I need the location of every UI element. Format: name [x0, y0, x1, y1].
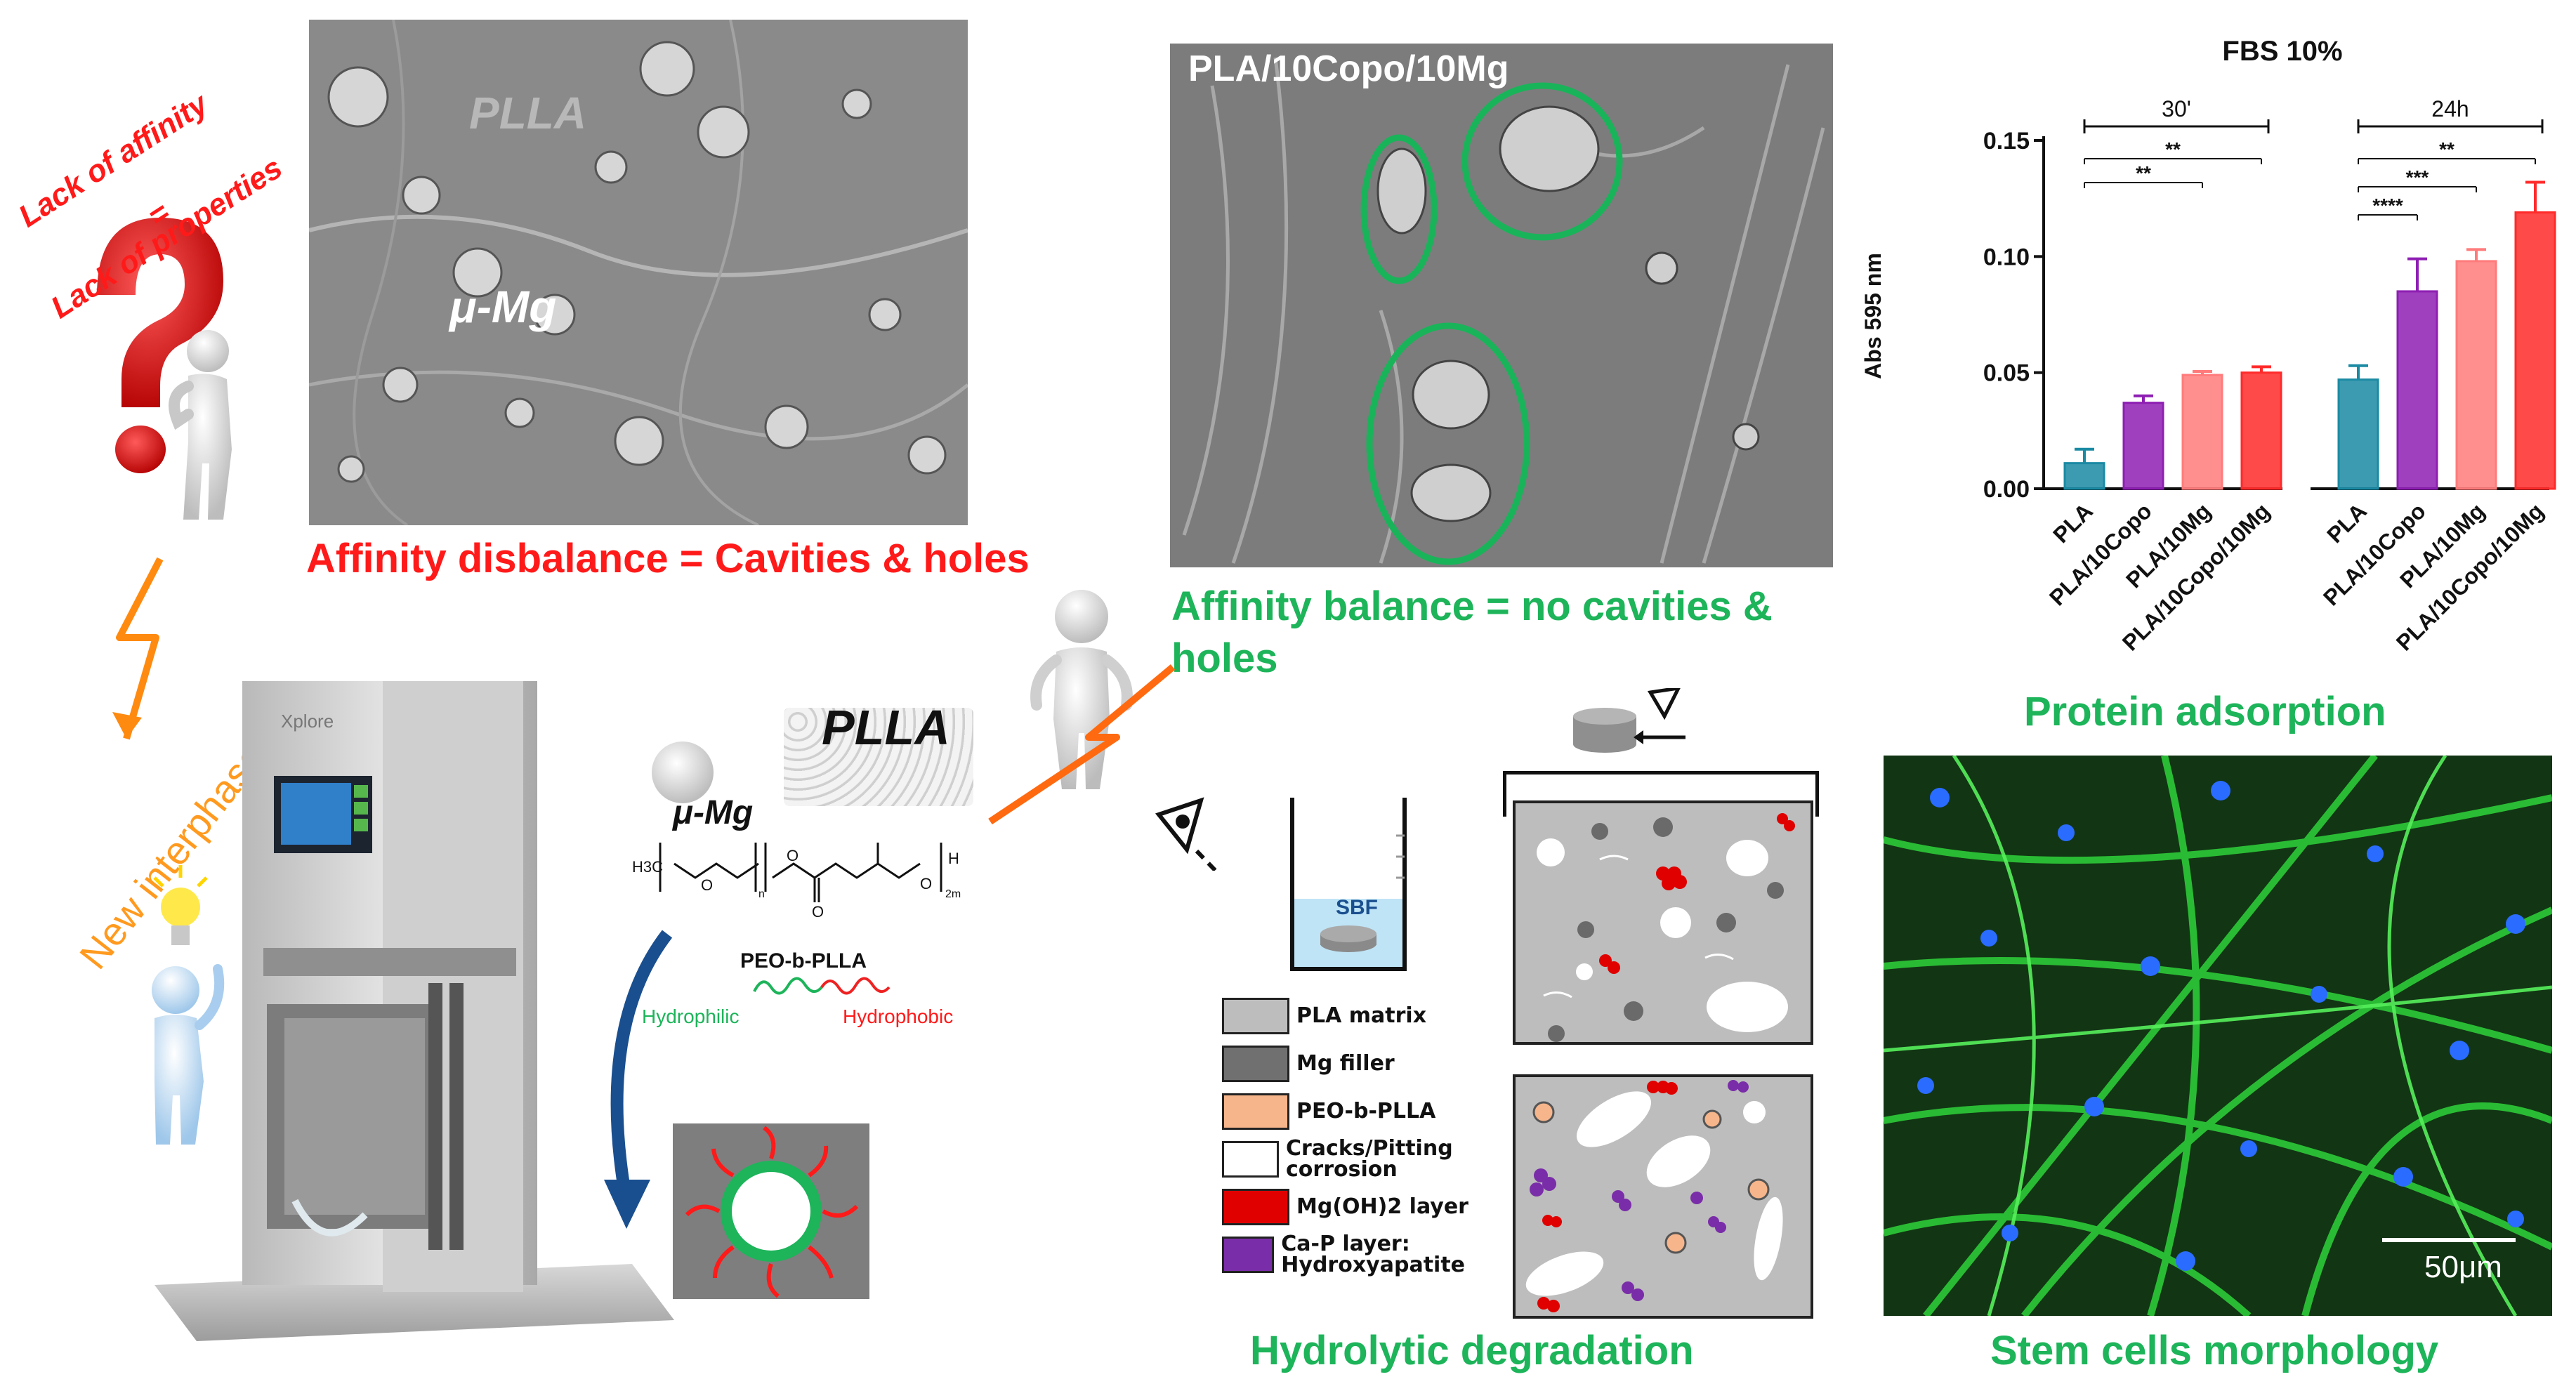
degradation-after-diagram: [1513, 1074, 1813, 1319]
curved-arrow: [583, 927, 688, 1236]
hydrophilic-label: Hydrophilic: [642, 1006, 740, 1027]
legend-item: Mg filler: [1222, 1045, 1395, 1083]
legend-label: Mg(OH)2 layer: [1296, 1194, 1468, 1219]
formula-o2: O: [787, 847, 799, 864]
chart-caption: Protein adsorption: [2024, 689, 2386, 734]
legend-swatch: [1222, 1046, 1289, 1082]
extruder-machine-image: Xplore: [140, 667, 681, 1369]
y-tick-label: 0.00: [1983, 476, 2030, 503]
bar: [2514, 211, 2556, 490]
bar: [2240, 371, 2282, 490]
peo-plla-formula: H3C O n O O O 2m H: [632, 815, 997, 921]
formula-h3c: H3C: [632, 858, 663, 876]
group-label: 24h: [2431, 96, 2469, 121]
bar: [2455, 260, 2497, 490]
sem2-caption-line2: holes: [1171, 635, 1278, 681]
legend-item: Mg(OH)2 layer: [1222, 1188, 1468, 1226]
formula-n: n: [758, 888, 765, 900]
legend-label: PLA matrix: [1296, 1003, 1427, 1028]
orange-lightning-arrow: [983, 653, 1180, 836]
x-tick-label: PLA/10Copo: [2318, 498, 2431, 610]
y-tick-label: 0.10: [1983, 244, 2030, 270]
plla-pellets-label: PLLA: [822, 700, 950, 755]
sem1-matrix-label: PLLA: [469, 88, 587, 138]
degradation-caption: Hydrolytic degradation: [1250, 1328, 1694, 1373]
legend-label: PEO-b-PLLA: [1296, 1099, 1436, 1123]
amphiphilic-chain: [751, 970, 892, 998]
significance-label: **: [2439, 138, 2455, 160]
x-tick-label: PLA/10Copo: [2044, 498, 2157, 610]
legend-item: Cracks/Pitting corrosion: [1222, 1136, 1524, 1182]
sem1-filler-label: μ-Mg: [449, 282, 557, 332]
legend-label: Mg filler: [1296, 1051, 1395, 1076]
bar: [2122, 402, 2164, 490]
bar: [2181, 374, 2223, 490]
sem-image-pla-copo-mg: PLA/10Copo/10Mg: [1170, 44, 1833, 567]
legend-swatch: [1222, 1189, 1289, 1225]
formula-o3: O: [812, 903, 824, 920]
sem-image-plla: PLLA μ-Mg: [309, 20, 968, 525]
formula-2m: 2m: [945, 888, 961, 900]
scale-bar-label: 50μm: [2424, 1250, 2502, 1284]
legend-item: PEO-b-PLLA: [1222, 1093, 1435, 1130]
significance-label: **: [2165, 138, 2181, 160]
hydrophobic-label: Hydrophobic: [843, 1006, 954, 1027]
group-label: 30': [2162, 96, 2191, 121]
legend-swatch: [1222, 1141, 1279, 1178]
lightbulb-icon: [149, 864, 212, 955]
legend-label: Ca-P layer: Hydroxyapatite: [1281, 1232, 1466, 1277]
legend-swatch: [1222, 1093, 1289, 1130]
sample-disc-icon: [1566, 685, 1693, 772]
legend-swatch: [1222, 998, 1289, 1034]
y-tick-label: 0.05: [1983, 360, 2030, 387]
legend-item: Ca-P layer: Hydroxyapatite: [1222, 1232, 1524, 1277]
sbf-beaker: SBF: [1278, 793, 1419, 976]
bar: [2337, 378, 2379, 490]
x-tick-label: PLA: [2322, 498, 2372, 548]
question-figure: [83, 211, 251, 534]
significance-label: **: [2136, 162, 2151, 184]
bar: [2396, 290, 2438, 490]
machine-brand: Xplore: [281, 711, 334, 732]
eye-icon: [1152, 786, 1236, 887]
mg-sphere-icon: [648, 737, 718, 807]
sem2-caption-line1: Affinity balance = no cavities &: [1171, 584, 1773, 629]
degradation-before-diagram: [1513, 800, 1813, 1045]
bracket: [1503, 771, 1819, 817]
chart-title: FBS 10%: [2222, 36, 2342, 67]
bar: [2063, 462, 2105, 490]
sem1-caption: Affinity disbalance = Cavities & holes: [306, 536, 1030, 581]
polymer-name: PEO-b-PLLA: [740, 949, 867, 973]
chart-ylabel: Abs 595 nm: [1860, 253, 1886, 379]
cells-caption: Stem cells morphology: [1990, 1328, 2439, 1373]
thinking-figure: [126, 955, 239, 1152]
legend-swatch: [1222, 1237, 1275, 1273]
formula-o1: O: [701, 876, 713, 894]
y-tick-label: 0.15: [1983, 128, 2030, 154]
legend-item: PLA matrix: [1222, 997, 1426, 1035]
x-tick-label: PLA: [2048, 498, 2098, 548]
legend-label: Cracks/Pitting corrosion: [1286, 1136, 1453, 1182]
sem2-title: PLA/10Copo/10Mg: [1188, 48, 1509, 89]
thumbs-up-figure: [1011, 586, 1152, 796]
stem-cells-fluorescence-image: 50μm: [1884, 756, 2552, 1316]
mg-label: μ-Mg: [673, 794, 754, 831]
sbf-label: SBF: [1336, 896, 1378, 919]
formula-h: H: [948, 850, 959, 867]
significance-label: ****: [2372, 195, 2403, 216]
interphase-particle-diagram: [673, 1123, 869, 1299]
formula-o4: O: [920, 875, 932, 892]
significance-label: ***: [2406, 166, 2429, 188]
orange-arrow: [105, 555, 190, 744]
plla-pellets-image: [784, 708, 973, 806]
